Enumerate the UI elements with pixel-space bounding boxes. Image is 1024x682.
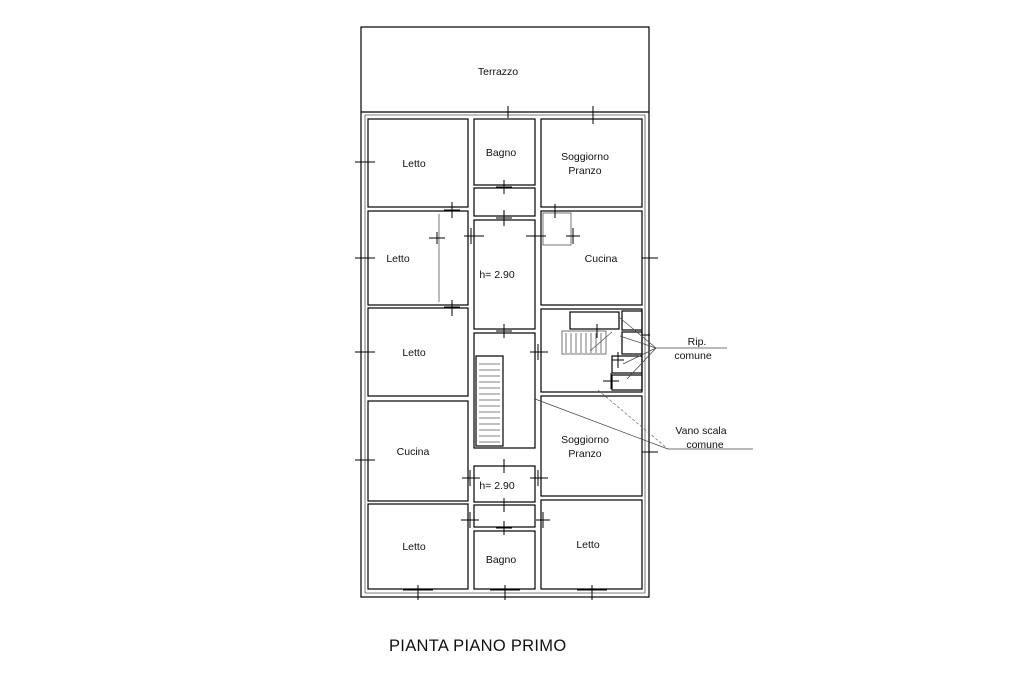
stair-well-common <box>561 310 643 391</box>
room-label-cucina: Cucina <box>585 253 618 265</box>
room-label-bagno: Bagno <box>486 554 517 566</box>
room-label-pranzo: Pranzo <box>568 165 601 177</box>
room-label-height: h= 2.90 <box>479 480 514 492</box>
plan-title: PIANTA PIANO PRIMO <box>389 637 567 655</box>
room-label-letto: Letto <box>402 158 426 170</box>
callout-vano-scala: Vano scala <box>675 425 726 437</box>
room-label-cucina: Cucina <box>397 446 430 458</box>
callout-rip-comune: comune <box>674 350 712 362</box>
callout-labels: Rip. comune Vano scala comune <box>674 336 726 451</box>
room-label-letto: Letto <box>576 539 600 551</box>
stair-flight-main <box>475 355 504 447</box>
room-label-letto: Letto <box>402 541 426 553</box>
room-label-bagno: Bagno <box>486 147 517 159</box>
room-label-terrazzo: Terrazzo <box>478 66 518 78</box>
room-labels: Terrazzo Letto Bagno Soggiorno Pranzo Le… <box>386 66 617 566</box>
callout-rip: Rip. <box>688 336 707 348</box>
room-label-height: h= 2.90 <box>479 269 514 281</box>
room-label-soggiorno: Soggiorno <box>561 434 609 446</box>
callout-vano-comune: comune <box>686 439 724 451</box>
door-marks <box>355 106 658 600</box>
room-label-letto: Letto <box>402 347 426 359</box>
callout-leaders <box>534 317 753 450</box>
room-label-pranzo: Pranzo <box>568 448 601 460</box>
room-label-letto: Letto <box>386 253 410 265</box>
room-label-soggiorno: Soggiorno <box>561 151 609 163</box>
